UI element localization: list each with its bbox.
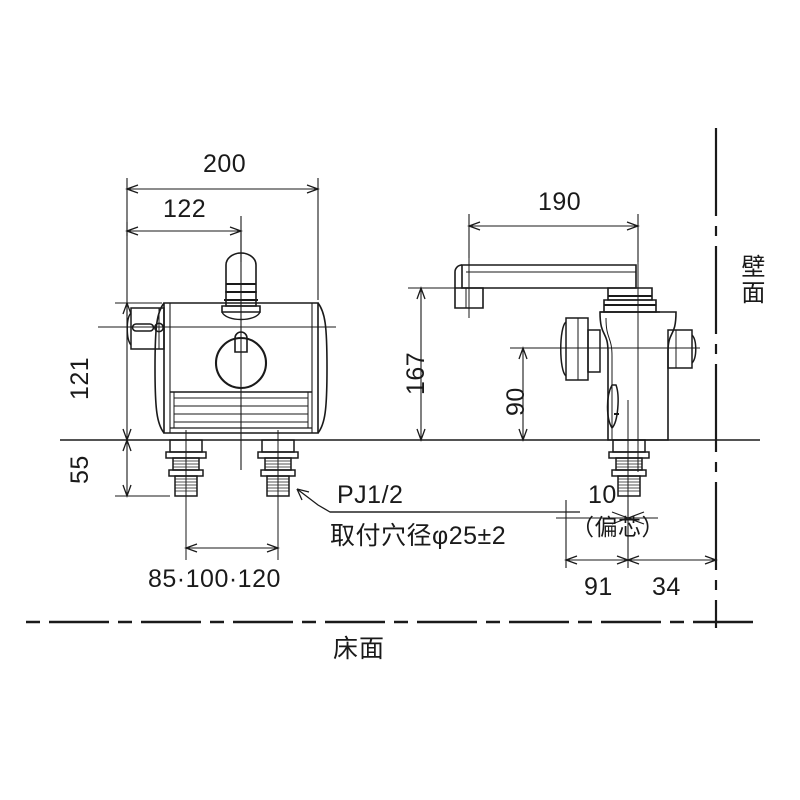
dim-label-122: 122 — [163, 195, 207, 223]
right-bonnet-ribs — [604, 295, 656, 306]
wall-reference-label: 壁面 — [736, 254, 764, 306]
right-valve-body — [599, 311, 677, 441]
dim-label-10: 10 — [588, 481, 617, 509]
dim-91 — [564, 498, 718, 568]
dim-label-34: 34 — [652, 573, 681, 601]
left-top-handle-ribs — [224, 282, 258, 302]
callout-label-thread: PJ1/2 — [337, 481, 404, 509]
dim-label-91: 91 — [584, 573, 613, 601]
left-front-louver-panel — [170, 391, 312, 429]
dim-label-55: 55 — [66, 455, 94, 484]
right-shank — [608, 439, 650, 497]
left-outlet-neck — [234, 331, 248, 353]
dim-10-eccentric — [556, 511, 658, 525]
left-outlet-assembly — [214, 336, 268, 390]
floor-reference-label: 床面 — [333, 635, 386, 663]
dim-167 — [408, 286, 600, 442]
left-shank-b — [257, 439, 299, 497]
dim-122 — [125, 216, 243, 262]
right-valve-bonnet — [600, 287, 660, 313]
dim-label-167: 167 — [402, 351, 430, 395]
right-side-outlet-stub — [667, 329, 697, 369]
dim-label-hole-spacing: 85·100·120 — [148, 565, 281, 593]
dim-label-200: 200 — [203, 150, 247, 178]
left-stop-slot — [131, 322, 165, 333]
right-side-stop-stub — [560, 317, 601, 381]
callout-label-hole: 取付穴径φ25±2 — [330, 522, 507, 550]
dim-200 — [125, 178, 320, 316]
left-shank-centerlines — [185, 430, 279, 560]
right-shank-threads — [616, 460, 642, 492]
dim-label-eccentric-note: （偏芯） — [571, 514, 665, 540]
dim-label-190: 190 — [538, 188, 582, 216]
dim-90 — [510, 346, 598, 442]
dim-55 — [115, 438, 170, 498]
dim-label-90: 90 — [502, 387, 530, 416]
left-handle-base-skirt — [221, 311, 261, 321]
right-sensor-window — [606, 384, 619, 430]
dim-190 — [467, 214, 640, 262]
dim-label-121: 121 — [66, 356, 94, 400]
left-shank-a — [165, 439, 207, 497]
